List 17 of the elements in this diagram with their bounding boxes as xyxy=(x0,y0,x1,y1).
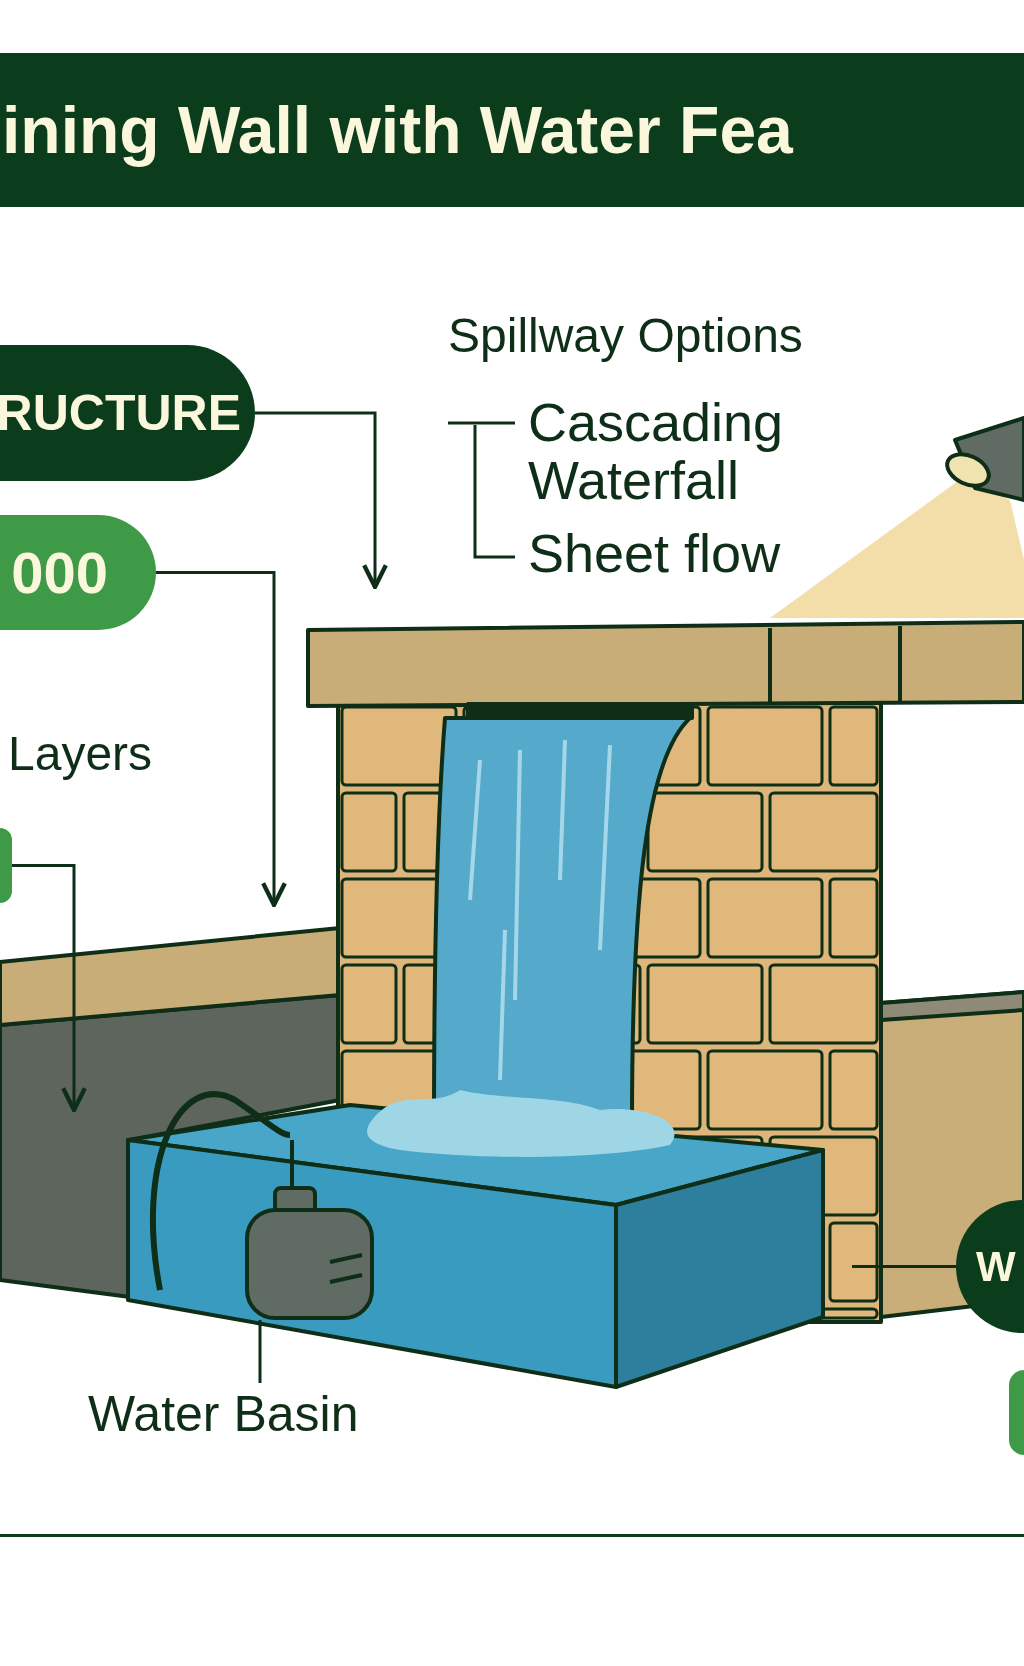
caption-text: Layers xyxy=(8,728,154,780)
pill-label: RUCTURE xyxy=(0,384,241,442)
option-label: Cascading Waterfall xyxy=(528,393,785,510)
arrow xyxy=(255,411,388,590)
label-pill xyxy=(0,345,255,481)
label-pill xyxy=(0,515,156,630)
option-label: Sheet flow xyxy=(528,524,782,583)
label-pill xyxy=(0,828,12,903)
leader-line xyxy=(852,1265,956,1268)
arrow xyxy=(12,864,87,1113)
heading: Spillway Options xyxy=(448,310,804,362)
leader-line xyxy=(258,1320,262,1383)
caption-text: Water Basin xyxy=(88,1383,408,1445)
circle-label: W xyxy=(976,1242,1016,1291)
arrow xyxy=(156,571,287,908)
title: ining Wall with Water Fea xyxy=(2,92,793,168)
pill-label: 000 xyxy=(11,539,108,606)
